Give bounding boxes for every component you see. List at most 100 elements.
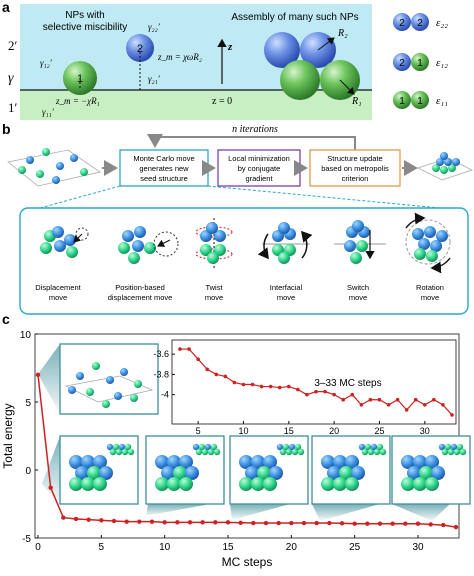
snapshot-np-small <box>204 443 212 451</box>
snapshot-np <box>179 477 193 491</box>
inset-point <box>341 397 346 402</box>
snapshot-np <box>93 477 107 491</box>
panel-b-label: b <box>2 121 11 137</box>
inset-y-tick-label: -3.6 <box>153 349 169 359</box>
snapshot-np-small <box>444 443 452 451</box>
inset-x-tick-label: 25 <box>374 426 384 436</box>
svg-text:Interfacial: Interfacial <box>270 283 303 292</box>
svg-text:based on metropolis: based on metropolis <box>321 164 389 173</box>
snapshot-np <box>185 466 199 480</box>
snapshot-initial <box>59 343 159 415</box>
svg-text:ε₁₂: ε₁₂ <box>436 57 448 69</box>
snapshot-np-small <box>438 443 446 451</box>
snapshot-np <box>263 455 277 469</box>
snapshot-np-small <box>297 448 305 456</box>
assembly-title: Assembly of many such NPs <box>231 12 358 23</box>
snapshot-np-small <box>291 448 299 456</box>
interfacial-move-figure <box>257 222 313 264</box>
energy-point <box>86 517 91 522</box>
snapshot-np-small <box>282 443 290 451</box>
svg-text:move: move <box>349 293 367 302</box>
inset-x-tick-label: 30 <box>420 426 430 436</box>
legend-e11: 1 1 ε₁₁ <box>393 91 448 109</box>
snapshot-np <box>155 455 169 469</box>
x-tick-label: 5 <box>99 542 105 553</box>
inset-point <box>232 380 237 385</box>
inset-point <box>250 382 255 387</box>
energy-point <box>99 518 104 523</box>
panel-c-label: c <box>2 311 10 327</box>
snapshot-np <box>251 477 265 491</box>
svg-text:criterion: criterion <box>342 174 369 183</box>
inset-point <box>268 384 273 389</box>
snapshot-np <box>81 477 95 491</box>
snapshot-np <box>413 455 427 469</box>
svg-text:Switch: Switch <box>347 283 369 292</box>
gamma12-label: γ₁₂′ <box>40 58 53 68</box>
twist-move-figure <box>195 218 233 270</box>
x-tick-label: 10 <box>159 542 171 553</box>
snapshot-np-small <box>379 448 387 456</box>
svg-text:1: 1 <box>399 96 405 107</box>
snapshot-np <box>425 477 439 491</box>
zm-bottom-label: z_m = −χR₁ <box>55 96 100 106</box>
snapshot-np-small <box>115 448 123 456</box>
energy-point <box>301 520 307 526</box>
inset-point <box>296 387 300 392</box>
y-tick-label: 0 <box>25 466 31 477</box>
inset-x-tick-label: 10 <box>238 426 248 436</box>
snapshot-np-small <box>450 443 458 451</box>
phase-2-label: 2′ <box>8 38 18 53</box>
snapshot-np-small <box>367 448 375 456</box>
snapshot-np <box>269 466 283 480</box>
inset-point <box>277 385 282 390</box>
energy-point <box>327 520 332 526</box>
svg-text:ε₁₁: ε₁₁ <box>436 95 448 107</box>
inset-point <box>377 397 382 402</box>
snapshot-np <box>69 455 83 469</box>
legend-e22: 2 2 ε₂₂ <box>393 13 448 31</box>
energy-point <box>48 485 53 490</box>
x-tick-label: 30 <box>412 542 424 553</box>
svg-text:generates new: generates new <box>139 164 189 173</box>
inset-point <box>450 413 454 417</box>
energy-point <box>124 519 129 524</box>
switch-move-figure <box>334 220 386 264</box>
energy-point <box>314 520 319 526</box>
y-tick-label: 10 <box>20 330 32 341</box>
svg-text:by conjugate: by conjugate <box>238 164 281 173</box>
snapshot-np <box>321 477 335 491</box>
snapshot-np-small <box>364 443 372 451</box>
energy-point <box>339 521 345 526</box>
energy-point <box>365 521 370 526</box>
R1-label: R₁ <box>351 96 362 107</box>
inset-point <box>196 357 200 362</box>
energy-point <box>162 520 167 525</box>
energy-line <box>37 374 457 528</box>
snapshot-np <box>257 466 271 480</box>
energy-point <box>415 521 421 526</box>
energy-point <box>403 521 408 526</box>
inset-point <box>404 408 409 412</box>
legend-e12: 2 1 ε₁₂ <box>393 53 448 71</box>
gamma11-label: γ₁₁′ <box>42 107 55 117</box>
snapshot-np <box>327 466 341 480</box>
energy-point <box>61 515 66 520</box>
svg-text:Monte Carlo move: Monte Carlo move <box>133 154 194 163</box>
snapshot-np-small <box>121 448 129 456</box>
snapshot-np-small <box>192 443 200 451</box>
snapshot-np-small <box>198 443 206 451</box>
svg-text:Twist: Twist <box>205 283 223 292</box>
snapshot-np <box>321 455 335 469</box>
local-min-box: Local minimization by conjugate gradient <box>217 149 301 187</box>
snapshot-np-small <box>361 448 369 456</box>
moves-panel <box>19 207 469 315</box>
snapshot-np-small <box>124 443 132 451</box>
energy-point <box>35 372 41 377</box>
snapshot-np-small <box>447 448 455 456</box>
svg-text:move: move <box>49 293 67 302</box>
snapshot-np <box>173 466 187 480</box>
snapshot-np-small <box>201 448 209 456</box>
